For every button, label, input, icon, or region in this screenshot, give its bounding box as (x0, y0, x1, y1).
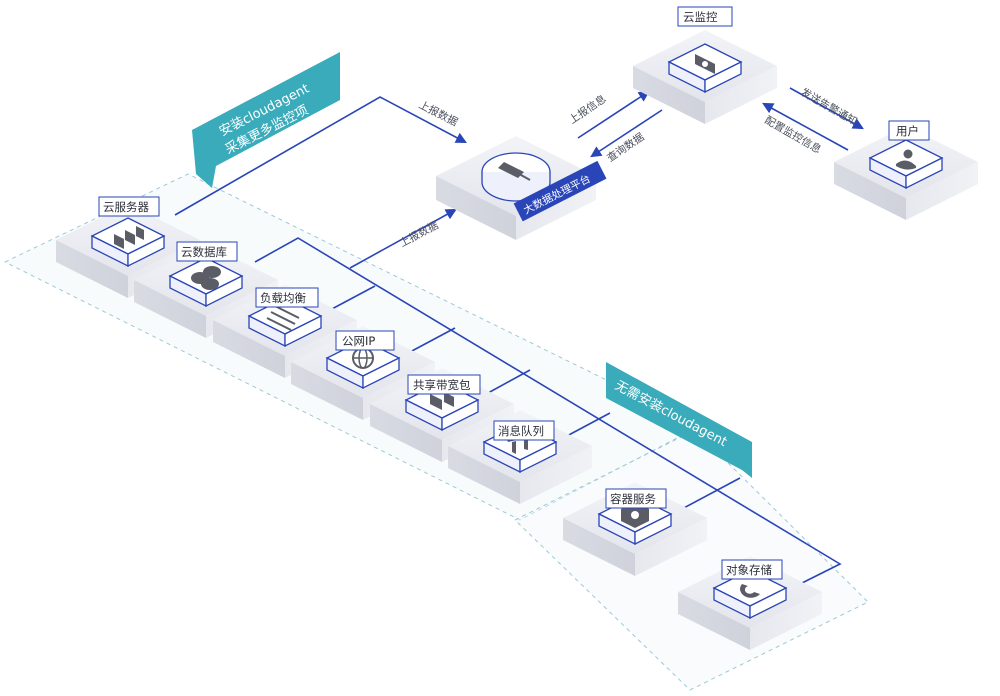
label-cloud-database: 云数据库 (181, 245, 227, 259)
report-line-top (174, 96, 467, 216)
flow-label-query: 查询数据 (604, 130, 647, 165)
report-line-mid (349, 208, 457, 269)
trunk-line (254, 237, 842, 585)
node-shared-bandwidth[interactable] (370, 368, 514, 462)
node-cloud-database[interactable] (134, 244, 278, 338)
query-data-line (590, 109, 663, 158)
node-cloud-server[interactable] (56, 204, 200, 298)
branch-ip (409, 327, 456, 353)
server-icon (114, 226, 144, 249)
connector-lines (174, 87, 864, 585)
node-user[interactable] (834, 126, 978, 220)
alarm-line (789, 87, 864, 130)
callout-install: 安装cloudagent 采集更多监控项 (192, 52, 340, 188)
storage-icon (740, 584, 760, 598)
node-cloud-monitor[interactable] (633, 30, 777, 124)
satellite-icon (498, 162, 531, 181)
report-info-line (577, 90, 650, 139)
node-labels: 云监控 用户 云服务器 云数据库 负载均衡 公网IP 共享带宽包 消息队列 容器… (98, 6, 930, 580)
label-user: 用户 (896, 124, 919, 138)
flow-label-report-mid: 上报数据 (397, 218, 441, 249)
branch-mq (564, 412, 611, 438)
branch-lb (329, 285, 376, 311)
sliders-icon (266, 305, 300, 331)
label-public-ip: 公网IP (342, 334, 375, 348)
label-cloud-monitor: 云监控 (683, 10, 718, 24)
node-load-balancer[interactable] (213, 284, 357, 378)
database-icon (191, 266, 221, 290)
branch-bw (487, 369, 531, 394)
node-object-storage[interactable] (678, 556, 822, 650)
label-shared-bandwidth: 共享带宽包 (413, 378, 471, 392)
label-object-storage: 对象存储 (726, 563, 772, 577)
label-container-service: 容器服务 (610, 492, 656, 506)
label-message-queue: 消息队列 (498, 424, 544, 438)
config-line (762, 102, 849, 151)
monitor-icon (695, 54, 715, 74)
user-icon (896, 149, 916, 170)
node-bigdata-platform[interactable]: 大数据处理平台 (436, 136, 607, 240)
flow-label-report-top: 上报数据 (417, 98, 461, 129)
bandwidth-icon (430, 392, 454, 410)
label-load-balancer: 负载均衡 (260, 291, 306, 305)
label-cloud-server: 云服务器 (103, 200, 149, 214)
flow-label-alarm: 发送告警通知 (799, 85, 860, 128)
branch-container (679, 477, 741, 511)
